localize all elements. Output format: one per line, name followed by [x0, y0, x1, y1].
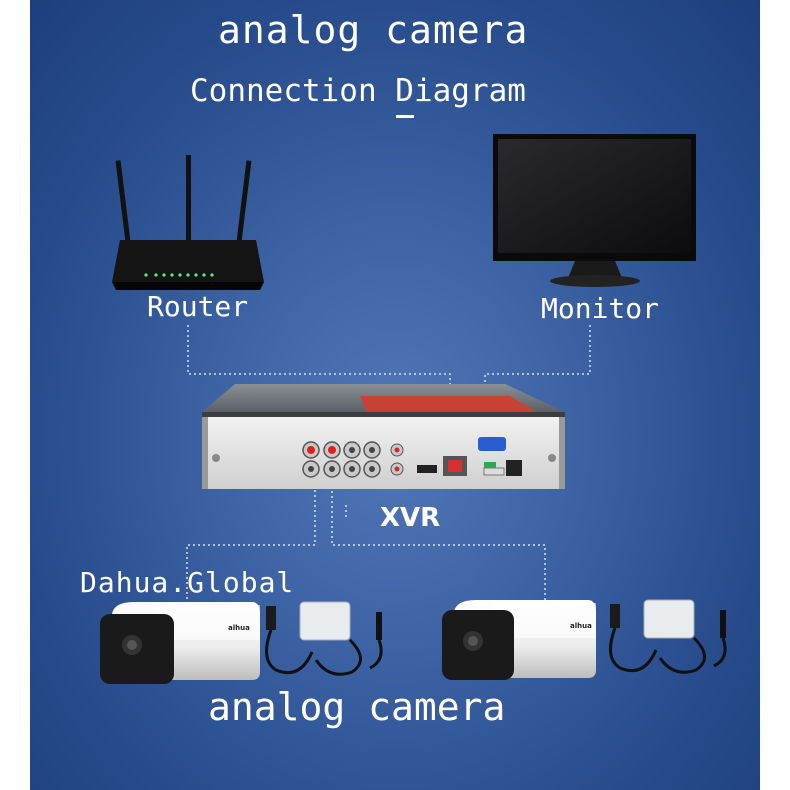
monitor-label: Monitor	[541, 292, 659, 325]
xvr-label: XVR	[380, 503, 440, 533]
diagram-panel: alhua alhua analog	[30, 0, 760, 790]
camera-label: analog camera	[208, 685, 505, 729]
diagram-graphics: alhua alhua	[30, 0, 760, 790]
camera2-to-xvr-line	[332, 478, 545, 600]
router-label: Router	[147, 290, 248, 323]
subtitle-cursor-mark	[396, 115, 414, 118]
watermark-text: Dahua.Global	[80, 566, 294, 599]
camera-2-brand: alhua	[570, 622, 592, 630]
diagram-subtitle: Connection Diagram	[190, 73, 526, 109]
monitor-image	[493, 134, 696, 287]
camera-1-image: alhua	[100, 602, 260, 684]
page-title: analog camera	[218, 8, 528, 52]
power-adapter-2-image	[610, 600, 726, 672]
power-adapter-1-image	[266, 602, 382, 674]
router-image	[112, 155, 264, 290]
camera-2-image: alhua	[442, 600, 596, 680]
xvr-image	[202, 384, 565, 489]
camera-1-brand: alhua	[228, 624, 250, 632]
